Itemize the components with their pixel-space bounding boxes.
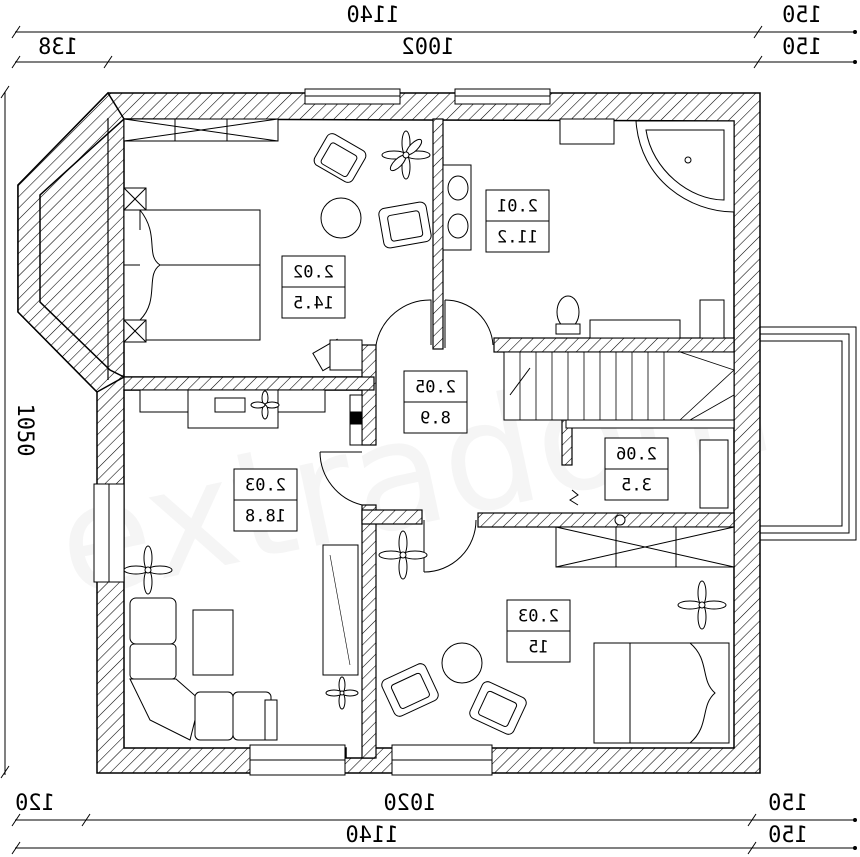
coffee-table — [192, 609, 234, 676]
plant-icon — [123, 545, 173, 595]
armchair — [469, 681, 527, 735]
plant-icon — [677, 580, 727, 630]
armchair — [313, 133, 367, 183]
room-area: 3.5 — [621, 476, 652, 496]
dim-bottom-left: 120 — [15, 791, 55, 816]
hall-furniture — [349, 394, 363, 446]
dim-bottom-overall: 1140 — [346, 823, 399, 848]
dim-bottom-inner: 1020 — [384, 791, 437, 816]
bed — [593, 642, 730, 744]
dim-top-right-1: 150 — [782, 3, 822, 28]
dim-bottom-right-1: 150 — [768, 791, 808, 816]
room-number: 2.02 — [293, 263, 334, 283]
bedroom-se-furniture — [381, 526, 735, 744]
dim-top-inner: 1002 — [402, 35, 455, 60]
room-label-living-w: 2.03 18.8 — [233, 468, 298, 532]
room-area: 15 — [528, 638, 548, 658]
dimension-lines — [0, 25, 857, 855]
windows — [93, 88, 551, 776]
armchair — [378, 201, 432, 249]
dim-top-right-2: 150 — [782, 35, 822, 60]
bathroom-furniture — [442, 118, 735, 339]
room-label-storage: 2.06 3.5 — [604, 437, 669, 501]
room-number: 2.03 — [518, 607, 559, 627]
bedroom-nw-furniture — [123, 118, 432, 372]
dim-left-height: 1050 — [12, 404, 37, 457]
room-area: 18.8 — [245, 507, 286, 527]
round-table — [441, 642, 483, 684]
dim-bottom-right-2: 150 — [768, 823, 808, 848]
plant-icon — [325, 676, 359, 710]
room-area: 11.2 — [497, 228, 538, 248]
staircase — [503, 351, 735, 421]
room-number: 2.05 — [415, 378, 456, 398]
terrace — [759, 326, 857, 541]
room-label-bathroom: 2.01 11.2 — [485, 189, 550, 253]
room-number: 2.01 — [497, 197, 538, 217]
living-w-furniture — [129, 389, 359, 741]
room-label-bedroom-nw: 2.02 14.5 — [281, 255, 346, 319]
corner-sofa — [129, 597, 278, 741]
room-labels: 2.0214.52.0111.22.058.92.0318.82.063.52.… — [233, 189, 669, 663]
tall-cabinet — [322, 544, 359, 676]
storage-furniture — [569, 439, 729, 526]
plant-icon — [378, 530, 428, 580]
storage-wall — [565, 419, 735, 429]
room-area: 14.5 — [293, 294, 334, 314]
dim-top-left: 138 — [38, 35, 78, 60]
plant-icon — [381, 130, 431, 180]
room-number: 2.06 — [616, 445, 657, 465]
bay-wall — [17, 91, 126, 393]
room-area: 8.9 — [420, 409, 451, 429]
room-label-bedroom-se: 2.03 15 — [506, 599, 571, 663]
dim-top-overall: 1140 — [347, 3, 400, 28]
plant-icon — [250, 390, 280, 420]
round-table — [320, 197, 362, 239]
room-label-hall: 2.05 8.9 — [403, 370, 468, 434]
armchair — [381, 663, 439, 717]
room-number: 2.03 — [245, 476, 286, 496]
doors — [319, 299, 494, 573]
toilet — [555, 295, 581, 335]
